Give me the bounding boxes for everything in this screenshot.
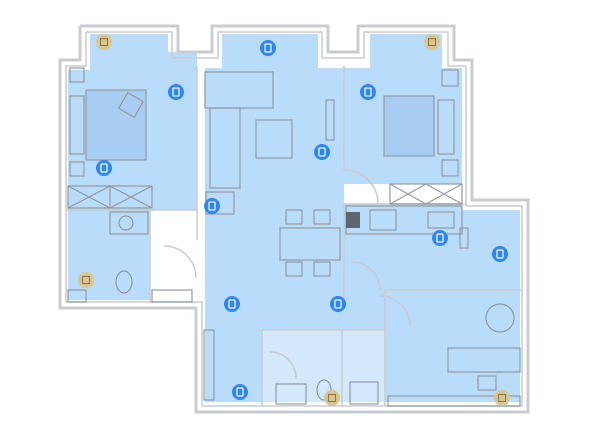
coverage-living-room [205,34,344,250]
coverage-hallway [205,250,385,402]
stove [369,209,397,231]
door-swing-study [379,295,411,327]
motion-sensor-icon[interactable] [168,84,184,100]
toilet-left [115,270,133,294]
bed-right-headboard [437,99,455,155]
fridge [346,212,360,228]
door-swing-bedroom [343,169,379,205]
desk [447,347,521,373]
coverage-study [385,210,520,402]
tv-stand [325,99,335,141]
sink-left-basin [118,215,134,231]
shoe-cabinet [203,329,215,401]
motion-sensor-icon[interactable] [204,198,220,214]
coverage-left-bathroom [68,210,150,300]
motion-sensor-icon[interactable] [360,84,376,100]
presence-sensor-icon[interactable] [96,34,112,50]
presence-sensor-icon[interactable] [78,272,94,288]
motion-sensor-icon[interactable] [492,246,508,262]
presence-sensor-icon[interactable] [324,390,340,406]
motion-sensor-icon[interactable] [260,40,276,56]
door-swing-kitchen [351,261,381,291]
furniture [67,67,521,407]
wardrobe-right-cross [389,183,463,205]
door-swing-bath [269,351,297,379]
gold-sensors [78,34,510,406]
nightstand-left-2 [69,161,85,177]
coverage-bathroom [262,330,385,402]
study-shelf [387,395,521,407]
presence-sensor-icon[interactable] [494,390,510,406]
presence-sensor-icon[interactable] [424,34,440,50]
motion-sensor-icon[interactable] [314,144,330,160]
bath-cabinet-left [151,289,193,303]
chair-2 [313,209,331,225]
motion-sensor-icon[interactable] [232,384,248,400]
chair-1 [285,209,303,225]
outer-wall [58,24,530,414]
pillow-left [117,91,145,119]
motion-sensor-icon[interactable] [96,160,112,176]
shower-left [67,289,87,303]
desk-chair [477,375,497,391]
sink-left [109,211,149,235]
wardrobe-left-cross [67,185,153,209]
motion-sensor-icon[interactable] [432,230,448,246]
dining-table [279,227,341,261]
nightstand-right-1 [441,69,459,87]
bath2-shower [349,381,379,405]
sofa-chaise [209,107,241,189]
kitchen-sink [427,211,455,229]
coffee-table [255,119,293,159]
bed-left [85,89,147,161]
door-swing-left [163,245,197,279]
bath2-toilet [316,379,332,401]
bed-right [383,95,435,157]
chair-4 [313,261,331,277]
motion-sensor-icon[interactable] [224,296,240,312]
bath2-sink [275,383,307,405]
lounge-chair [485,303,515,333]
blue-sensors [96,40,508,400]
inner-wall-outline [65,31,523,407]
bed-left-headboard [69,95,85,155]
coverage-areas [68,34,520,402]
kitchen-appliance [459,227,469,249]
chair-3 [285,261,303,277]
nightstand-right-2 [441,159,459,177]
nightstand-left-1 [69,67,85,83]
wardrobe-right [389,183,463,205]
motion-sensor-icon[interactable] [330,296,346,312]
